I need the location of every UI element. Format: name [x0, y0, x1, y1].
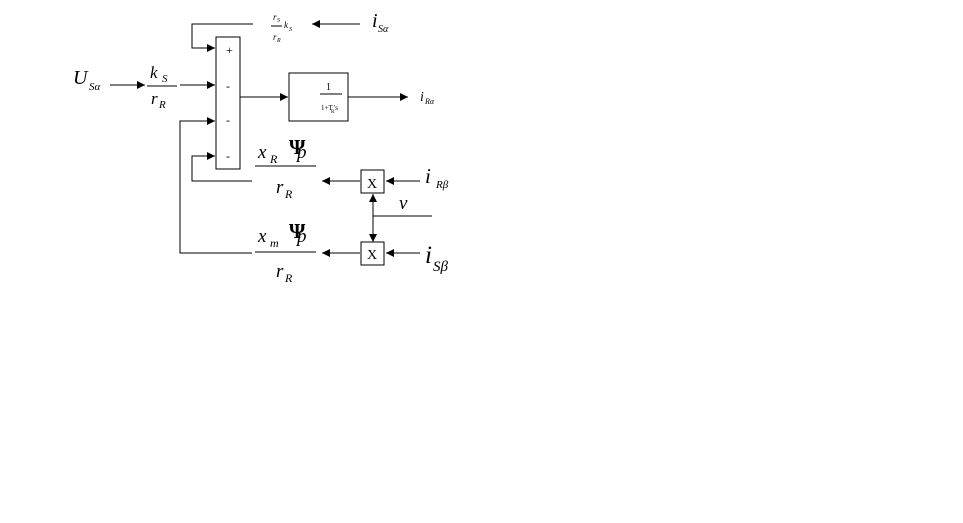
- gain-xr-p: p: [295, 142, 307, 163]
- gain-xm-psi: Ψ: [289, 219, 306, 243]
- input-isa-sub: Sα: [378, 24, 389, 35]
- multiplier-lower: [360, 241, 385, 266]
- input-irb-sub: Rβ: [435, 179, 449, 191]
- gain-xm-den: r: [276, 261, 284, 282]
- transfer-block: [288, 72, 349, 122]
- transfer-den-sub: R: [331, 110, 335, 115]
- multiplier-lower-label: X: [367, 248, 377, 263]
- gain-top-factor-sub: S: [289, 27, 292, 33]
- gain-top-den: r: [273, 32, 277, 42]
- output-sub: Rα: [424, 97, 435, 106]
- top-feedforward-path: [191, 23, 253, 52]
- gain-xr-psi: Ψ: [289, 135, 306, 159]
- gain-top-num: r: [273, 12, 277, 22]
- gain-xm-den-sub: R: [284, 271, 293, 285]
- input-isa-label: i: [372, 10, 378, 32]
- input-u-label: U: [73, 67, 89, 89]
- upper-feedback-path: [191, 152, 252, 182]
- input-irb-label: i: [425, 164, 431, 188]
- input-isb-sub: Sβ: [433, 259, 449, 275]
- gain-top-num-sub: S: [277, 18, 280, 24]
- summer-sign-3: -: [226, 113, 230, 127]
- summing-junction: [215, 36, 241, 170]
- summer-sign-1: +: [226, 43, 233, 57]
- gain-xr-num: x: [257, 142, 267, 163]
- gain-input-num-sub: S: [162, 73, 168, 85]
- gain-xm-p: p: [295, 226, 307, 247]
- gain-xm-num: x: [257, 226, 267, 247]
- gain-input-num: k: [150, 63, 158, 82]
- input-u-sub: Sα: [89, 81, 101, 93]
- transfer-num: 1: [326, 82, 331, 93]
- multiplier-upper: [360, 169, 385, 194]
- gain-input-den-sub: R: [158, 99, 166, 111]
- gain-xr-den-sub: R: [284, 187, 293, 201]
- gain-top-factor: k: [284, 20, 289, 30]
- summer-sign-2: -: [226, 79, 230, 93]
- transfer-den: 1+T: [321, 104, 333, 112]
- lower-feedback-path: [179, 117, 252, 254]
- gain-input-den: r: [151, 89, 158, 108]
- multiplier-upper-label: X: [367, 177, 377, 192]
- summer-sign-4: -: [226, 149, 230, 163]
- gain-xr-num-sub: R: [269, 152, 278, 166]
- input-nu-label: ν: [399, 193, 408, 214]
- gain-top-den-sub: R: [276, 38, 281, 44]
- gain-xr-den: r: [276, 177, 284, 198]
- gain-xm-num-sub: m: [270, 236, 279, 250]
- input-isb-label: i: [425, 242, 432, 269]
- transfer-den-post: 's: [334, 104, 338, 112]
- output-label: i: [420, 90, 424, 105]
